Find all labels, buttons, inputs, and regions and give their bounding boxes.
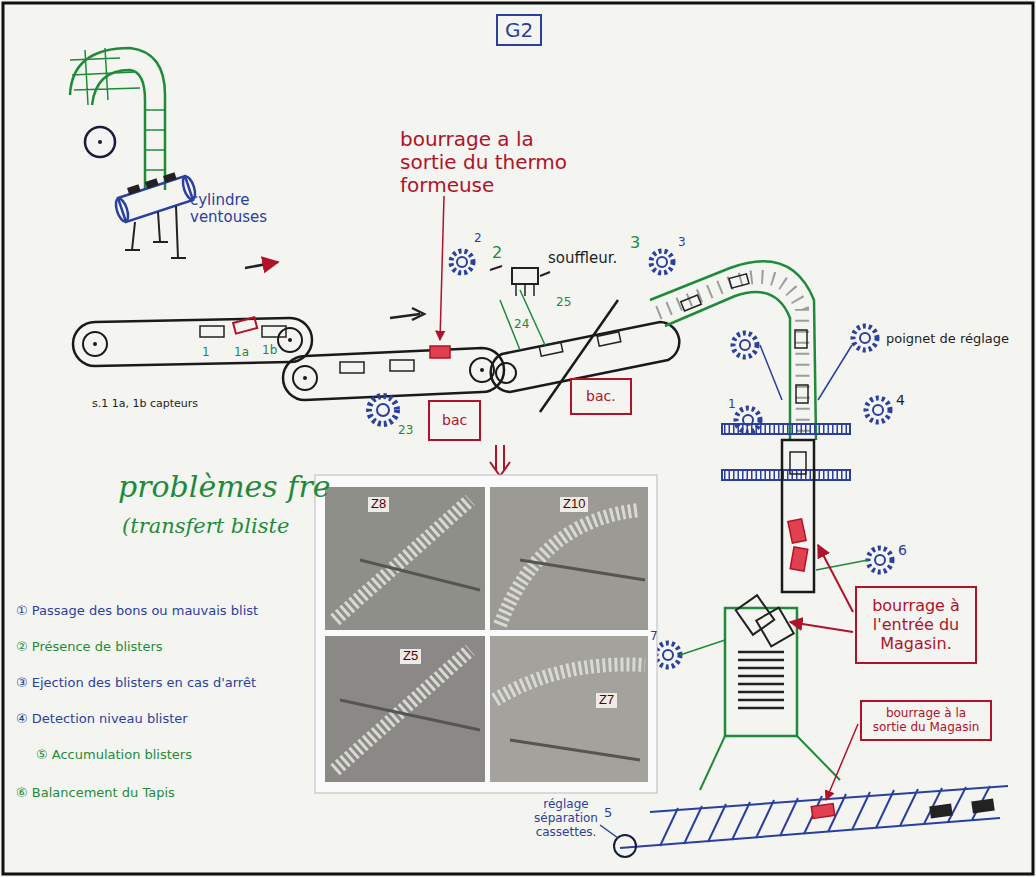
sensor-note: s.1 1a, 1b capteurs: [92, 398, 198, 411]
callout-number: 1: [202, 346, 210, 360]
callout-number: 4: [896, 392, 905, 408]
callout-number: 7: [650, 630, 658, 644]
label-holder: souffleur.: [548, 250, 617, 267]
bin-box: bac: [428, 400, 481, 441]
label-holder: 2: [492, 244, 502, 262]
photo-zone-label: Z8: [368, 497, 389, 512]
label-holder: cylindre ventouses: [190, 192, 290, 227]
callout-number: 23: [398, 424, 413, 438]
label-holder: 23: [398, 424, 413, 438]
section-heading: problèmes fre: [118, 470, 331, 505]
label-holder: ⑥ Balancement du Tapis: [16, 786, 175, 801]
label-holder: 6: [898, 542, 907, 558]
label-holder: 3: [678, 236, 686, 250]
photo-zone-label: Z7: [596, 693, 617, 708]
callout-number: 2: [492, 244, 502, 262]
jam-callout-box: bourrage à l'entrée du Magasin.: [855, 586, 977, 664]
label-holder: ⑤ Accumulation blisters: [36, 748, 192, 763]
callout-number: 6: [898, 542, 907, 558]
box-text: bac: [442, 412, 467, 429]
label-holder: 4: [896, 392, 905, 408]
problem-item: ④ Detection niveau blister: [16, 712, 188, 727]
box-text: bourrage à l'entrée du Magasin.: [865, 596, 967, 654]
callout-number: 25: [556, 296, 571, 310]
part-label: souffleur.: [548, 250, 617, 267]
box-text: G2: [505, 18, 533, 42]
callout-number: 3: [678, 236, 686, 250]
section-heading: (transfert bliste: [122, 514, 289, 538]
callout-number: 24: [514, 318, 529, 332]
box-text: bourrage à la sortie du Magasin: [868, 706, 984, 735]
label-holder: 1a: [234, 346, 249, 360]
label-holder: ② Présence de blisters: [16, 640, 163, 655]
callout-number: 1b: [262, 344, 277, 358]
label-holder: 7: [650, 630, 658, 644]
problem-item: ③ Ejection des blisters en cas d'arrêt: [16, 676, 256, 691]
label-holder: Z10: [560, 494, 588, 512]
label-holder: ① Passage des bons ou mauvais blist: [16, 604, 258, 619]
label-holder: problèmes fre: [118, 470, 331, 505]
problem-item: ⑥ Balancement du Tapis: [16, 786, 175, 801]
jam-callout-box: bourrage à la sortie du Magasin: [860, 700, 992, 741]
problem-item: ② Présence de blisters: [16, 640, 163, 655]
label-holder: Z7: [596, 690, 617, 708]
bin-box: bac.: [570, 378, 632, 415]
photo-zone-label: Z10: [560, 497, 588, 512]
label-holder: 25: [556, 296, 571, 310]
label-holder: 1: [202, 346, 210, 360]
callout-number: 1: [728, 398, 736, 412]
label-holder: (transfert bliste: [122, 514, 289, 538]
callout-number: 2: [474, 232, 482, 246]
title-box: G2: [496, 14, 542, 46]
part-label: poignet de réglage: [886, 332, 1009, 347]
label-holder: Z5: [400, 646, 421, 664]
label-holder: 1: [728, 398, 736, 412]
problem-item: ⑤ Accumulation blisters: [36, 748, 192, 763]
label-holder: réglage séparation cassettes.: [530, 798, 602, 839]
label-holder: 3: [630, 234, 640, 252]
label-holder: bourrage a la sortie du thermo formeuse: [400, 128, 585, 197]
part-label: cylindre ventouses: [190, 192, 290, 227]
label-holder: ③ Ejection des blisters en cas d'arrêt: [16, 676, 256, 691]
label-holder: Z8: [368, 494, 389, 512]
problem-item: ① Passage des bons ou mauvais blist: [16, 604, 258, 619]
label-holder: 2: [474, 232, 482, 246]
label-holder: 24: [514, 318, 529, 332]
callout-number: 3: [630, 234, 640, 252]
callout-number: 1a: [234, 346, 249, 360]
photo-zone-label: Z5: [400, 649, 421, 664]
callout-number: 5: [604, 806, 612, 821]
box-text: bac.: [586, 388, 616, 405]
label-holder: s.1 1a, 1b capteurs: [92, 398, 198, 411]
adjustment-note: réglage séparation cassettes.: [530, 798, 602, 839]
label-holder: ④ Detection niveau blister: [16, 712, 188, 727]
label-holder: 5: [604, 806, 612, 821]
problem-note: bourrage a la sortie du thermo formeuse: [400, 128, 585, 197]
label-holder: poignet de réglage: [886, 332, 1009, 347]
label-holder: 1b: [262, 344, 277, 358]
